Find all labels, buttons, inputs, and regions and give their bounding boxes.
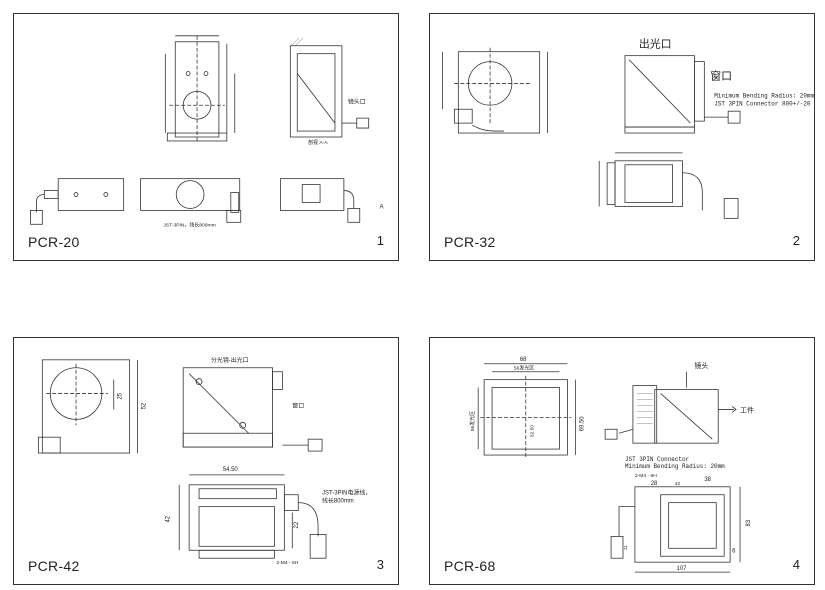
pcr68-dim-11: 11 xyxy=(623,545,629,550)
pcr42-dim-side: 52 xyxy=(141,403,147,410)
pcr32-connector-label: JST 3PIN Connector 800+/-20 xyxy=(714,100,811,107)
pcr20-section-body xyxy=(289,45,343,138)
panel-pcr-68: 镜头 工件 JST 3PIN Connector Minimum Bending… xyxy=(429,337,815,585)
pcr42-window-label: 窗口 xyxy=(292,401,304,409)
panel-pcr-32: 出光口 窗口 Minimum Bending Radius: 20mm JST … xyxy=(429,13,815,261)
pcr42-splitter-label: 分光镜-出光口 xyxy=(211,356,249,364)
pcr20-bottom-mid xyxy=(140,178,241,211)
pcr42-dim-thread: 2-M4 - 6H xyxy=(276,560,298,566)
pcr68-side-body xyxy=(654,389,719,444)
pcr32-bending-label: Minimum Bending Radius: 20mm xyxy=(714,92,814,99)
pcr20-cable-label: JST-3PIN，线长800mm xyxy=(163,221,215,228)
pcr42-cable-label: JST-3PIN电源线， xyxy=(322,489,371,497)
model-label-pcr-42: PCR-42 xyxy=(28,558,80,574)
pcr32-light-exit-label: 出光口 xyxy=(639,37,672,51)
pcr68-dim-6: 6 xyxy=(732,548,736,554)
pcr68-dim-42: 42 xyxy=(675,481,681,487)
pcr68-dim-107: 107 xyxy=(677,566,687,572)
panel-number-4: 4 xyxy=(792,557,800,572)
pcr68-dim-thread: 2-M4 - 6H xyxy=(635,473,657,479)
pcr20-bottom-left xyxy=(57,178,125,211)
panel-pcr-42: 分光镜-出光口 窗口 JST-3PIN电源线， 线长800mm 54.50 42… xyxy=(13,337,399,585)
pcr68-bottom-body xyxy=(634,486,731,563)
pcr20-mark-a: A xyxy=(380,204,384,210)
pcr68-dim-83: 83 xyxy=(746,519,752,526)
pcr68-dim-32-50: 32.50 xyxy=(530,425,536,438)
pcr68-dim-56-vertical: 56发光区 xyxy=(469,411,476,431)
pcr42-dim-22: 22 xyxy=(294,522,300,529)
model-label-pcr-68: PCR-68 xyxy=(444,558,496,574)
pcr68-lens-label: 镜头 xyxy=(694,361,708,370)
panel-number-1: 1 xyxy=(376,233,384,248)
pcr20-lens-port-label: 镜头口 xyxy=(348,97,366,105)
pcr42-dim-height: 42 xyxy=(165,516,171,523)
pcr68-connector-label: JST 3PIN Connector xyxy=(625,456,690,463)
pcr42-cable-label-2: 线长800mm xyxy=(322,497,354,505)
pcr68-side-fins xyxy=(632,385,658,444)
pcr42-top-body xyxy=(188,484,285,551)
pcr-42-drawing: 分光镜-出光口 窗口 JST-3PIN电源线， 线长800mm 54.50 42… xyxy=(37,356,371,566)
pcr68-bending-label: Minimum Bending Radius: 20mm xyxy=(625,463,725,470)
panel-number-3: 3 xyxy=(376,557,384,572)
pcr42-dim-25: 25 xyxy=(118,392,124,399)
pcr68-dim-68: 68 xyxy=(520,357,527,363)
pcr32-front-body xyxy=(457,51,541,134)
panel-pcr-20: 镜头口 剖视 A-A JST-3PIN，线长800mm A PCR-20 1 xyxy=(13,13,399,261)
pcr42-front-body xyxy=(41,359,131,454)
pcr20-section-label: 剖视 A-A xyxy=(308,139,328,146)
pcr42-dim-width: 54.50 xyxy=(223,467,239,473)
pcr68-dim-28: 28 xyxy=(651,481,658,487)
pcr-32-drawing: 出光口 窗口 Minimum Bending Radius: 20mm JST … xyxy=(442,37,814,219)
pcr68-dim-38: 38 xyxy=(704,477,711,483)
pcr68-dim-56: 56发光区 xyxy=(514,365,534,372)
model-label-pcr-32: PCR-32 xyxy=(444,234,496,250)
pcr32-window-label: 窗口 xyxy=(710,68,732,82)
pcr20-bottom-right xyxy=(279,178,345,211)
pcr-20-drawing: 镜头口 剖视 A-A JST-3PIN，线长800mm A xyxy=(30,35,384,228)
pcr68-workpiece-label: 工件 xyxy=(740,405,754,414)
pcr-68-drawing: 镜头 工件 JST 3PIN Connector Minimum Bending… xyxy=(469,357,754,573)
model-label-pcr-20: PCR-20 xyxy=(28,234,80,250)
panel-number-2: 2 xyxy=(792,233,800,248)
pcr68-dim-69-50: 69.50 xyxy=(579,416,585,432)
